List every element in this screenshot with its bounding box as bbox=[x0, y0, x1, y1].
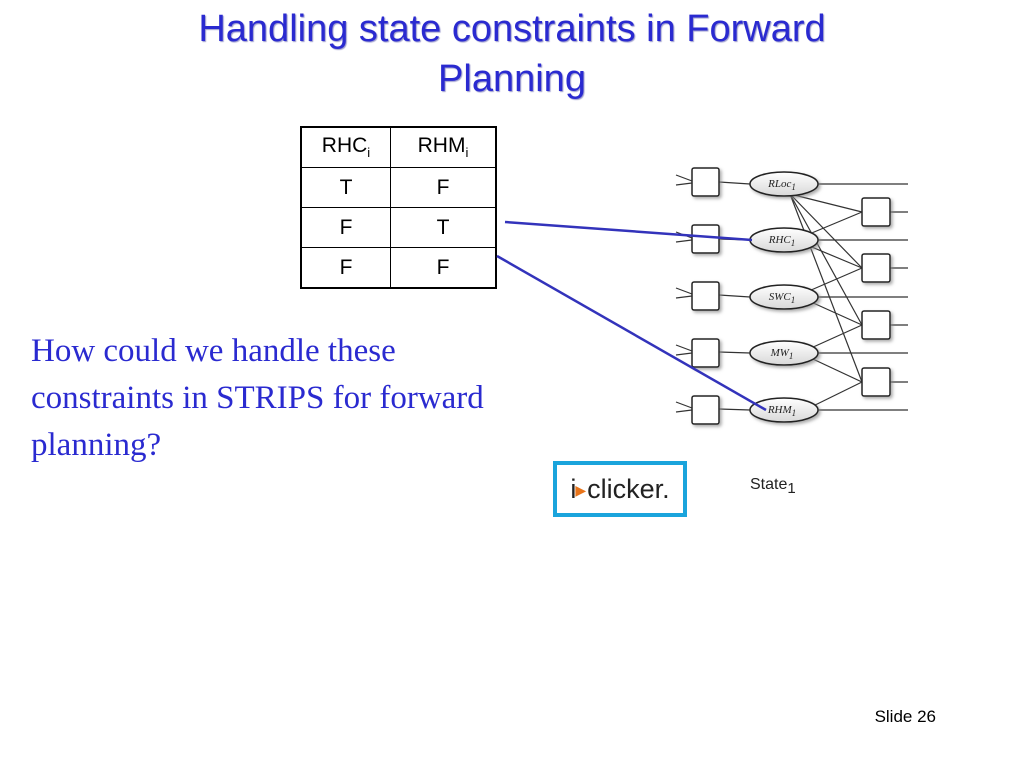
right-rails bbox=[818, 183, 908, 411]
node-label-rloc: RLoc1 bbox=[767, 178, 796, 192]
table-cell: F bbox=[390, 247, 497, 289]
slide-number: Slide 26 bbox=[874, 707, 936, 726]
title-line-2: Planning bbox=[438, 58, 586, 100]
state-label: State1 bbox=[750, 476, 796, 498]
title-line-1: Handling state constraints in Forward bbox=[198, 8, 826, 50]
table-cell: T bbox=[300, 167, 391, 208]
node-label-rhm: RHM1 bbox=[767, 404, 796, 418]
table-cell: F bbox=[300, 247, 391, 289]
node-label-swc: SWC1 bbox=[769, 291, 796, 305]
pointer-lines bbox=[496, 220, 767, 412]
header-rhc: RHCi bbox=[300, 126, 391, 168]
slide-title: Handling state constraints in Forward Pl… bbox=[0, 4, 1024, 104]
iclicker-logo: i▶clicker. bbox=[553, 461, 687, 517]
state-diagram: RLoc1 RHC1 SWC1 MW1 RHM1 bbox=[496, 167, 908, 425]
table-cell: F bbox=[390, 167, 497, 208]
table-cell: T bbox=[390, 207, 497, 248]
table-header-row: RHCi RHMi bbox=[300, 126, 497, 168]
table-row: F F bbox=[300, 247, 497, 289]
pointer-to-rhm bbox=[496, 254, 767, 412]
pointer-to-rhc bbox=[504, 220, 753, 242]
header-rhm: RHMi bbox=[390, 126, 497, 168]
question-text: How could we handle these constraints in… bbox=[31, 333, 484, 463]
table-row: F T bbox=[300, 207, 497, 248]
table-row: T F bbox=[300, 167, 497, 208]
right-boxes bbox=[861, 197, 891, 397]
constraint-table: RHCi RHMi T F F T F F bbox=[300, 126, 497, 289]
left-boxes bbox=[691, 167, 720, 425]
node-label-rhc: RHC1 bbox=[768, 234, 796, 248]
node-label-mw: MW1 bbox=[770, 347, 794, 361]
node-ellipses bbox=[749, 171, 819, 423]
play-arrow-icon: ▶ bbox=[575, 481, 587, 498]
table-cell: F bbox=[300, 207, 391, 248]
left-stubs bbox=[675, 174, 693, 413]
box-ellipse-links bbox=[718, 181, 751, 411]
